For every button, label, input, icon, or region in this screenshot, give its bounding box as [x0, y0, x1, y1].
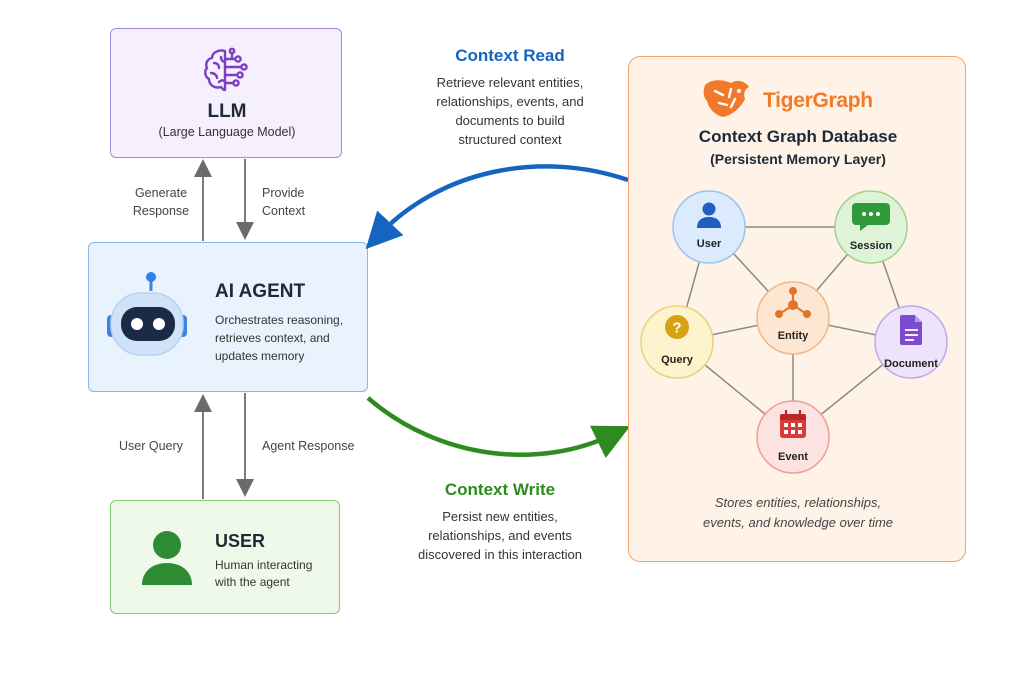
user-title: USER [215, 531, 266, 551]
graph-node-session: Session [834, 190, 908, 264]
agent-response-label: Agent Response [262, 439, 355, 453]
generate-response-label: Generate Response [132, 186, 190, 218]
context-graph: User Session En [640, 190, 948, 474]
context-write-title: Context Write [444, 480, 556, 499]
tiger-logo-icon [703, 80, 749, 117]
llm-box: LLM (Large Language Model) [110, 28, 342, 158]
agent-box: AI AGENT Orchestrates reasoning, retriev… [88, 242, 368, 392]
calendar-icon [780, 410, 806, 438]
svg-text:?: ? [672, 320, 681, 337]
provide-context-label: Provide Context [262, 186, 306, 218]
agent-description: Orchestrates reasoning, retrieves contex… [215, 313, 344, 363]
context-write-arrow [366, 396, 631, 459]
tigergraph-subtitle: (Persistent Memory Layer) [710, 151, 886, 167]
graph-node-session-label: Session [850, 240, 892, 252]
chat-icon [852, 203, 890, 231]
brain-circuit-icon [204, 47, 248, 92]
graph-node-user-label: User [697, 238, 722, 250]
graph-node-entity: Entity [756, 281, 830, 355]
graph-node-event-label: Event [778, 451, 808, 463]
tigergraph-brand: TigerGraph [763, 89, 873, 112]
context-read-title: Context Read [455, 46, 565, 65]
question-icon: ? [665, 315, 689, 339]
graph-node-query-label: Query [661, 354, 694, 366]
user-box: USER Human interacting with the agent [110, 500, 340, 614]
document-icon [900, 315, 922, 345]
graph-node-query: ? Query [640, 305, 714, 379]
graph-node-entity-label: Entity [778, 330, 809, 342]
graph-node-document: Document [874, 305, 948, 379]
person-icon [697, 202, 721, 228]
network-icon [775, 287, 811, 318]
user-description: Human interacting with the agent [215, 558, 313, 589]
context-read-arrow [365, 164, 629, 250]
llm-title: LLM [207, 101, 247, 122]
robot-icon [107, 272, 187, 356]
graph-node-user: User [672, 190, 746, 264]
tigergraph-title: Context Graph Database [698, 127, 898, 146]
context-write-description: Persist new entities, relationships, and… [417, 509, 583, 562]
graph-node-event: Event [756, 400, 830, 474]
agent-title: AI AGENT [215, 281, 306, 302]
llm-subtitle: (Large Language Model) [158, 125, 296, 139]
tigergraph-footer: Stores entities, relationships, events, … [702, 495, 894, 530]
person-icon [142, 531, 192, 585]
graph-node-document-label: Document [884, 358, 938, 370]
context-read-description: Retrieve relevant entities, relationship… [436, 75, 584, 147]
user-query-label: User Query [119, 439, 183, 453]
tigergraph-panel: TigerGraph Context Graph Database (Persi… [628, 56, 966, 562]
